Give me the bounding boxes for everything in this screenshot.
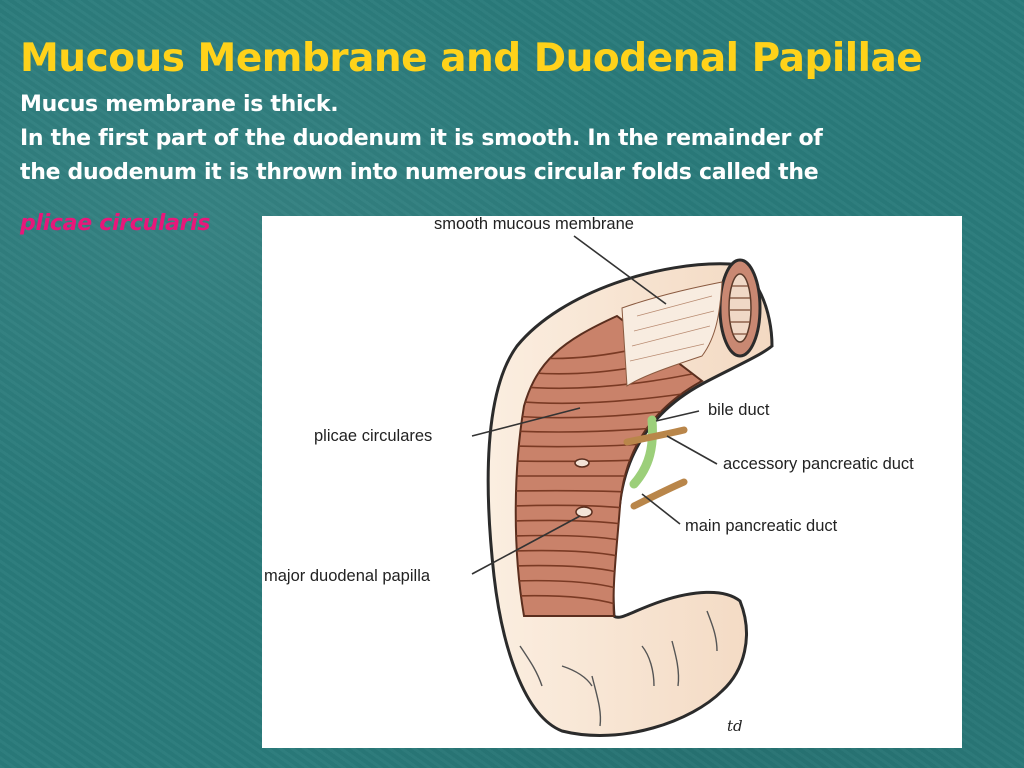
- duodenum-figure: smooth mucous membrane bile duct plicae …: [262, 216, 962, 748]
- main-duct-shape: [630, 478, 688, 510]
- mucosa-interior: [514, 314, 704, 617]
- label-plicae-circulares: plicae circulares: [314, 427, 432, 445]
- plicae-circularis-term: plicae circularis: [20, 211, 211, 236]
- leader-lines: [471, 235, 718, 575]
- label-accessory-pancreatic-duct: accessory pancreatic duct: [723, 455, 914, 473]
- body-line-1: Mucus membrane is thick.: [20, 92, 339, 117]
- accessory-duct-shape: [623, 426, 688, 446]
- bile-duct-shape: [629, 415, 657, 489]
- minor-papilla: [574, 458, 590, 468]
- distal-creases: [519, 610, 718, 727]
- label-major-duodenal-papilla: major duodenal papilla: [264, 567, 431, 585]
- body-line-3: the duodenum it is thrown into numerous …: [20, 160, 819, 185]
- label-smooth-mucous-membrane: smooth mucous membrane: [434, 216, 634, 233]
- artist-signature: td: [727, 717, 743, 735]
- smooth-mucosa-region: [621, 281, 723, 387]
- label-main-pancreatic-duct: main pancreatic duct: [685, 517, 838, 535]
- label-bile-duct: bile duct: [708, 401, 770, 419]
- body-line-2: In the first part of the duodenum it is …: [20, 126, 823, 151]
- slide-title: Mucous Membrane and Duodenal Papillae: [20, 36, 923, 81]
- major-papilla: [575, 506, 593, 518]
- duodenum-illustration: smooth mucous membrane bile duct plicae …: [264, 216, 914, 737]
